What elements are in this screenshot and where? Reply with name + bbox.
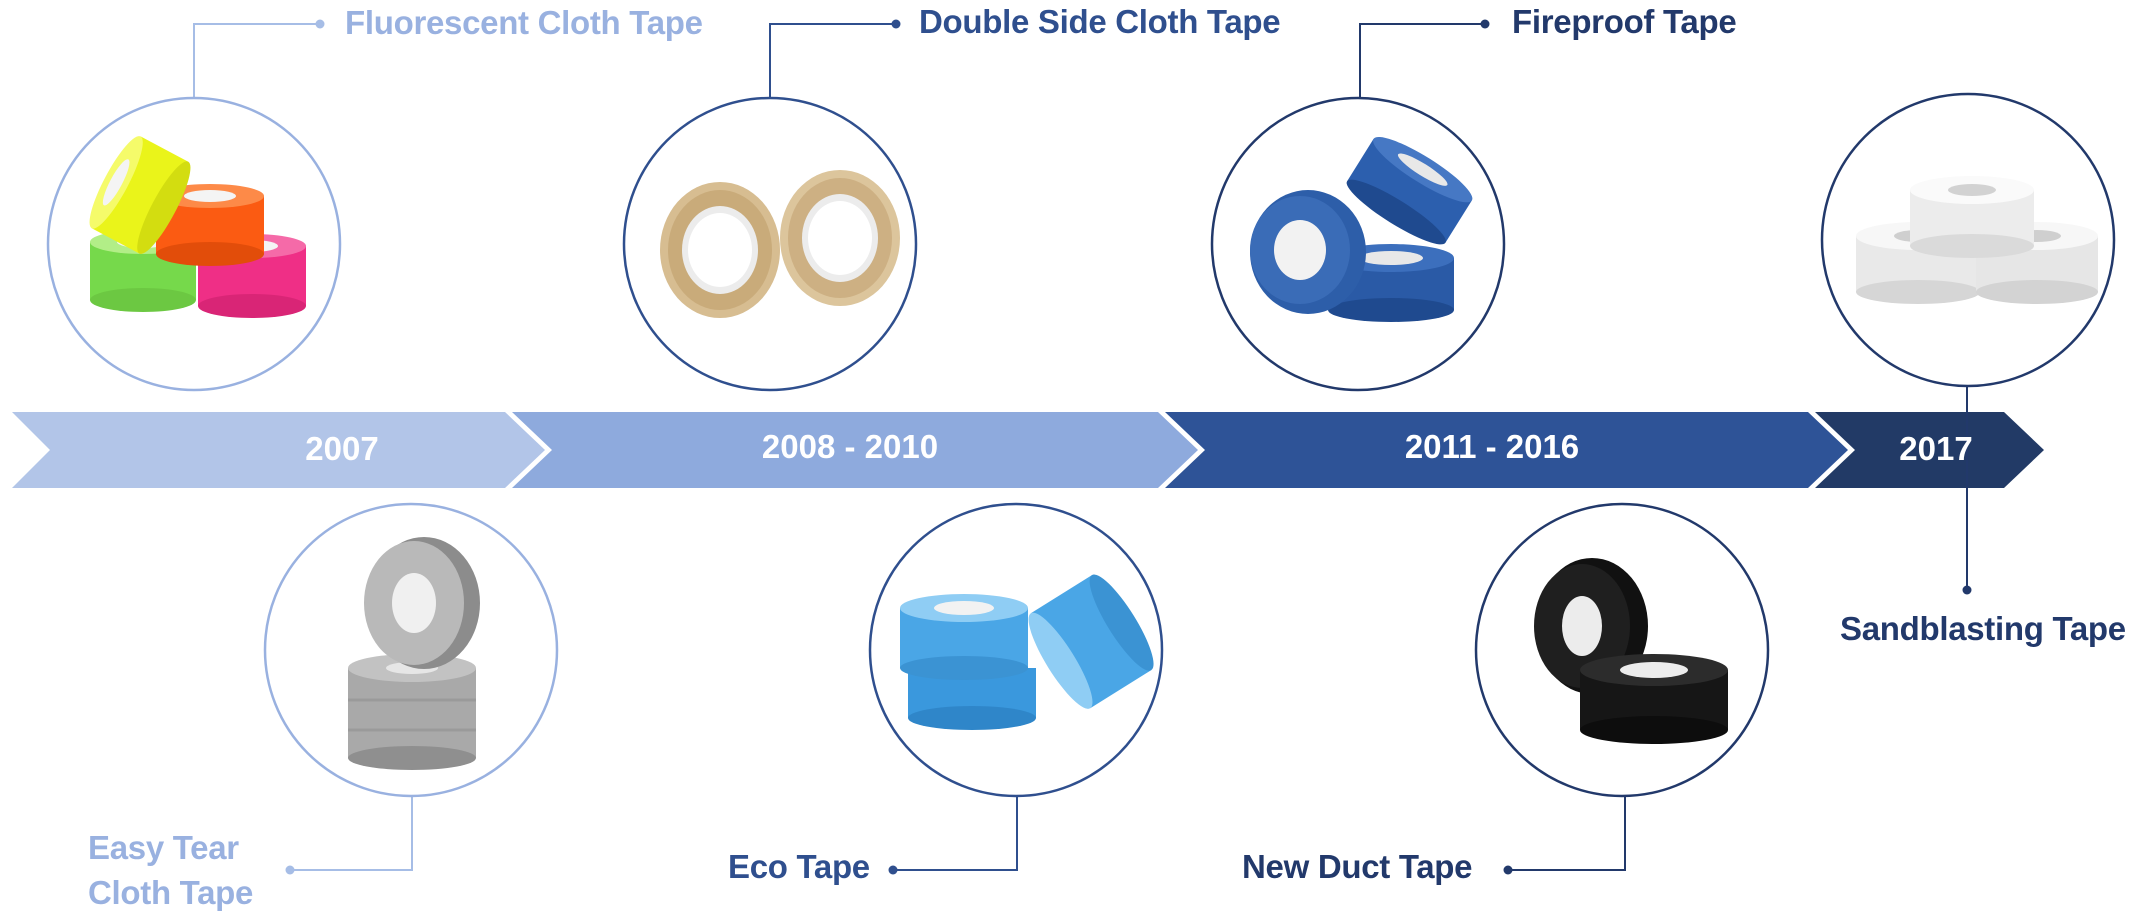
product-circle-4: [1820, 92, 2116, 388]
product-circle-2: [622, 96, 918, 392]
product-label-sandblasting-tape: Sandblasting Tape: [1840, 610, 2126, 647]
connector-dots: [285, 19, 1972, 875]
period-label-2007: 2007: [305, 430, 379, 467]
product-circle-7: [1474, 502, 1770, 798]
chevron-2017: [1815, 412, 2044, 488]
fluorescent-tape-image: [89, 136, 306, 318]
chevron-2011-2016: [1165, 412, 1848, 488]
easy-tear-tape-image: [348, 537, 480, 770]
chevron-2007: [12, 412, 545, 488]
product-label-new-duct-tape: New Duct Tape: [1242, 848, 1473, 885]
product-label-easy-tear-cloth-tape: Easy Tear Cloth Tape: [88, 829, 254, 911]
product-circle-3: [1210, 96, 1506, 392]
fireproof-tape-image: [1250, 136, 1473, 322]
product-label-double-side-cloth-tape: Double Side Cloth Tape: [919, 3, 1281, 40]
sandblasting-tape-image: [1856, 176, 2098, 304]
product-circle-5: [263, 502, 559, 798]
product-label-fireproof-tape: Fireproof Tape: [1512, 3, 1737, 40]
period-label-2008-2010: 2008 - 2010: [761, 428, 939, 465]
chevron-2008-2010: [512, 412, 1198, 488]
eco-tape-image: [900, 574, 1154, 730]
product-label-eco-tape: Eco Tape: [728, 848, 870, 885]
new-duct-tape-image: [1534, 558, 1728, 744]
product-label-fluorescent-cloth-tape: Fluorescent Cloth Tape: [345, 4, 703, 41]
product-circle-6: [868, 502, 1164, 798]
connectors: [193, 23, 1968, 871]
timeline-bar: [12, 412, 2044, 488]
product-circle-1: [46, 96, 342, 392]
period-label-2011-2016: 2011 - 2016: [1404, 428, 1580, 465]
double-side-tape-image: [660, 170, 900, 318]
period-label-2017: 2017: [1899, 430, 1973, 467]
